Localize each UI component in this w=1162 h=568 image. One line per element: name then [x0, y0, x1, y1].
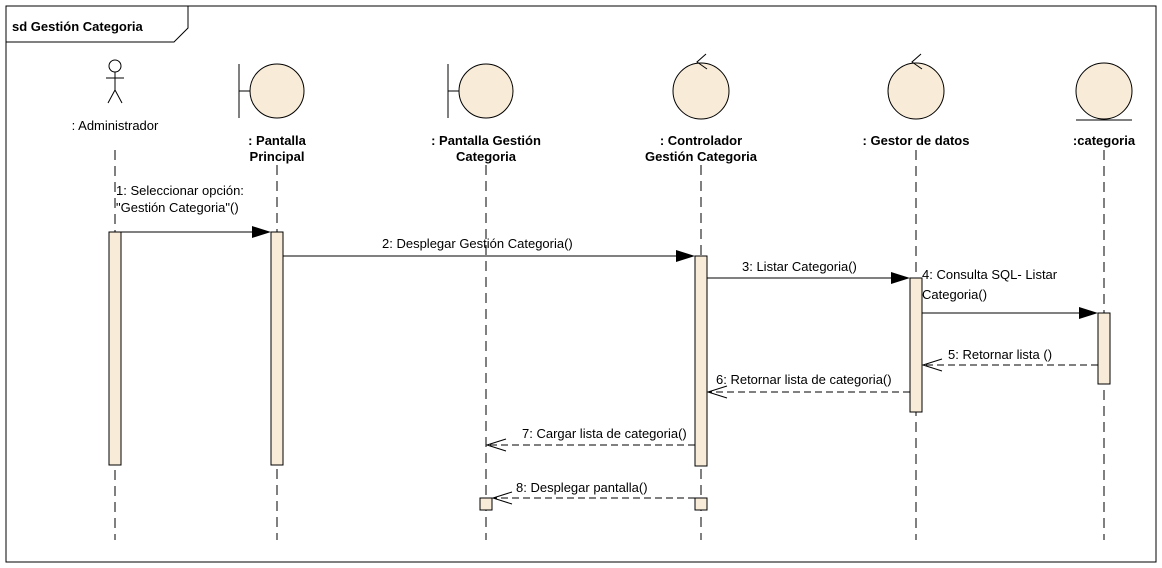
activation-pantalla-principal — [270, 231, 284, 466]
boundary-icon — [447, 63, 514, 119]
message-1: 1: Seleccionar opción: "Gestión Categori… — [116, 183, 271, 238]
message-3: 3: Listar Categoria() — [707, 259, 910, 284]
participant-name-line-1: : Pantalla — [248, 133, 307, 148]
message-label-line-1: 1: Seleccionar opción: — [116, 183, 244, 198]
diagram-frame — [5, 5, 1157, 563]
frame-title-tab — [6, 6, 189, 43]
arrow-head-filled — [252, 226, 271, 238]
message-2: 2: Desplegar Gestión Categoria() — [283, 236, 695, 262]
activation-administrador — [108, 231, 122, 466]
message-label-line-1: 4: Consulta SQL- Listar — [922, 267, 1058, 282]
control-icon — [672, 53, 730, 120]
participant-categoria: :categoria — [1073, 62, 1136, 148]
arrow-head-filled — [891, 272, 910, 284]
participant-name-line-1: : Controlador — [660, 133, 742, 148]
participant-administrador: : Administrador — [72, 59, 159, 133]
activation-controlador-final — [694, 497, 708, 511]
arrow-head-open — [921, 358, 943, 372]
activation-gestor-de-datos — [909, 277, 923, 413]
participant-pantalla-gestion-categoria: : Pantalla Gestión Categoria — [431, 63, 541, 164]
message-label: 6: Retornar lista de categoria() — [716, 372, 892, 387]
message-label: 7: Cargar lista de categoria() — [522, 426, 687, 441]
participant-name: :categoria — [1073, 133, 1136, 148]
message-8: 8: Desplegar pantalla() — [491, 480, 695, 505]
message-label: 5: Retornar lista () — [948, 347, 1052, 362]
participant-name: : Gestor de datos — [863, 133, 970, 148]
activation-categoria — [1097, 312, 1111, 385]
entity-icon — [1075, 62, 1133, 121]
participant-name-line-1: : Pantalla Gestión — [431, 133, 541, 148]
participant-name: : Administrador — [72, 118, 159, 133]
message-label: 8: Desplegar pantalla() — [516, 480, 648, 495]
message-label-line-2: Categoria() — [922, 287, 987, 302]
message-label-line-2: "Gestión Categoria"() — [116, 200, 239, 215]
arrow-head-open — [706, 385, 728, 399]
participant-name-line-2: Categoria — [456, 149, 517, 164]
actor-icon — [106, 59, 124, 104]
message-label: 2: Desplegar Gestión Categoria() — [382, 236, 573, 251]
arrow-head-filled — [1079, 307, 1098, 319]
participant-name-line-2: Gestión Categoria — [645, 149, 758, 164]
message-4: 4: Consulta SQL- Listar Categoria() — [922, 267, 1098, 319]
activation-pantalla-gestion-categoria — [479, 497, 493, 511]
message-label: 3: Listar Categoria() — [742, 259, 857, 274]
control-icon — [887, 53, 945, 120]
arrow-head-open — [491, 491, 513, 505]
message-7: 7: Cargar lista de categoria() — [485, 426, 695, 452]
activation-controlador-gestion-categoria — [694, 255, 708, 467]
boundary-icon — [238, 63, 305, 119]
arrow-head-open — [485, 438, 507, 452]
arrow-head-filled — [676, 250, 695, 262]
participant-pantalla-principal: : Pantalla Principal — [238, 63, 307, 164]
frame-title: sd Gestión Categoria — [12, 19, 144, 34]
message-5: 5: Retornar lista () — [921, 347, 1098, 372]
participant-gestor-de-datos: : Gestor de datos — [863, 53, 970, 148]
participant-name-line-2: Principal — [250, 149, 305, 164]
message-6: 6: Retornar lista de categoria() — [706, 372, 910, 399]
participant-controlador-gestion-categoria: : Controlador Gestión Categoria — [645, 53, 758, 164]
